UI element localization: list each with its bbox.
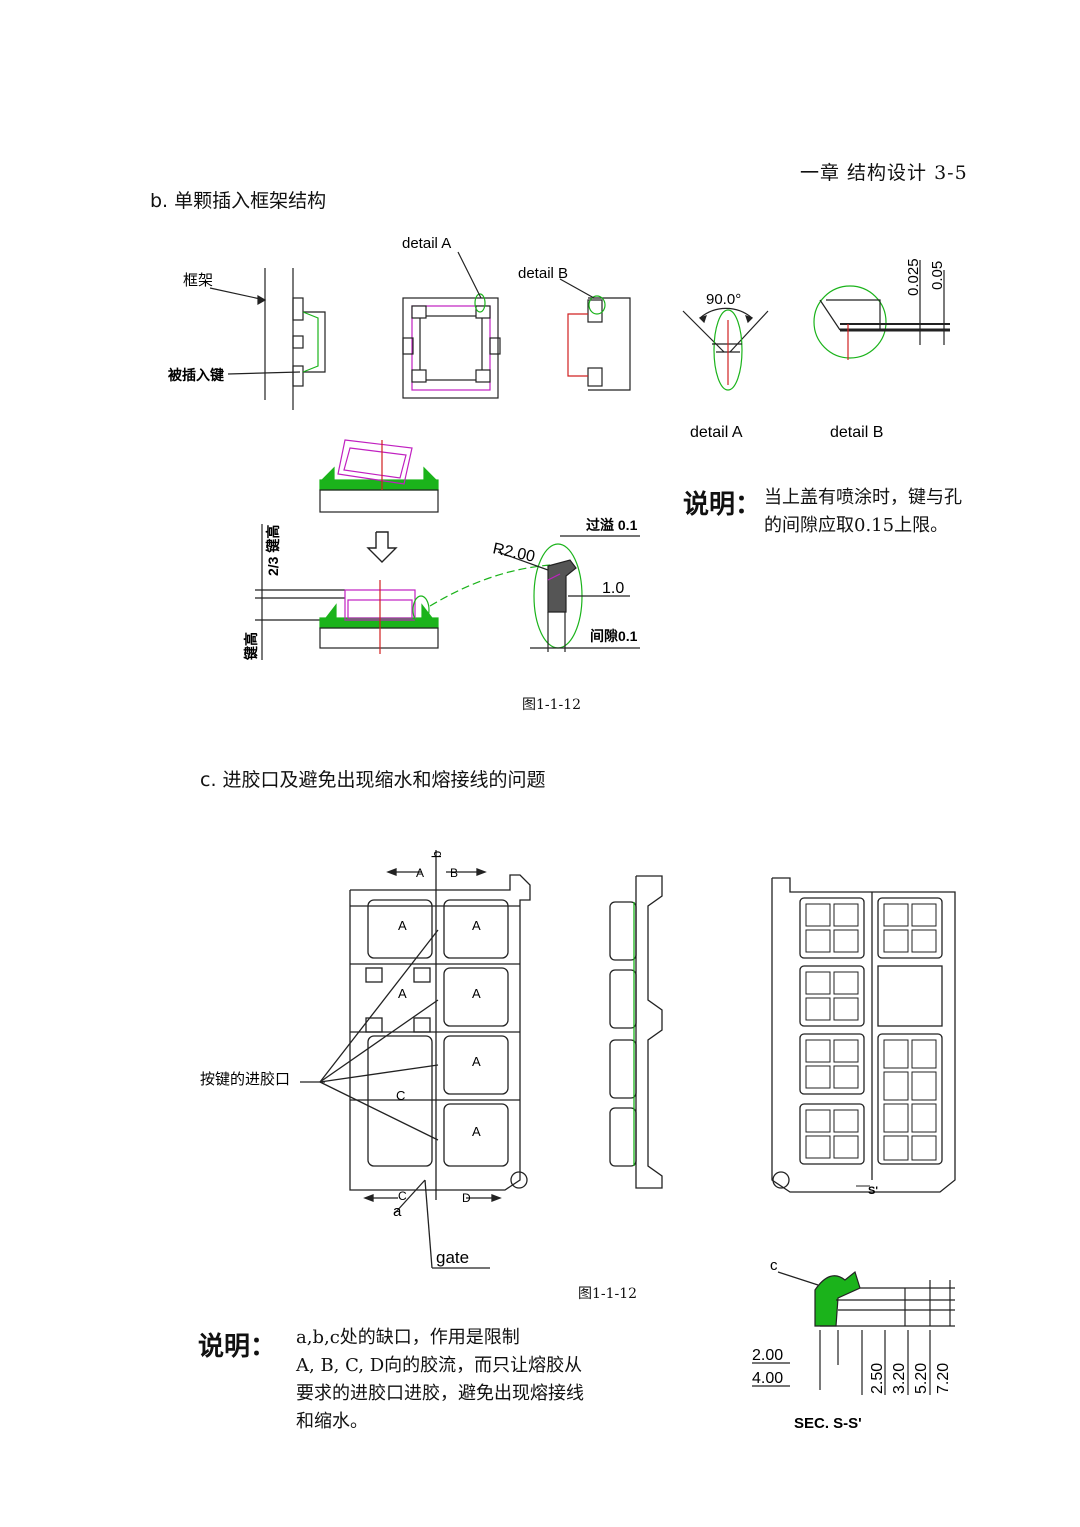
key-insert-tilted	[319, 439, 439, 513]
mold-plan-view	[300, 850, 531, 1269]
dim-1-label: 1.0	[602, 580, 624, 597]
inserted-key-label: 被插入键	[168, 367, 225, 383]
section-mark: S'	[868, 1185, 878, 1197]
detail-a-title: detail A	[690, 424, 743, 441]
cavity-a-1: A	[398, 918, 407, 933]
gate-point-label: 按键的进胶口	[200, 1071, 290, 1088]
mold-bottom-grid	[805, 903, 937, 1187]
detail-a-enlarged	[682, 307, 769, 391]
flow-dir-a: A	[416, 866, 424, 880]
detail-b-enlarged	[813, 260, 950, 360]
mold-side-view	[609, 875, 663, 1189]
dim-320-label: 3.20	[891, 1363, 908, 1394]
note-c-text: a,b,c处的缺口，作用是限制 A, B, C, D向的胶流，而只让熔胶从 要求…	[296, 1324, 584, 1436]
note-b-line-1: 当上盖有喷涂时，键与孔	[764, 487, 962, 508]
key-height-label: 键高	[243, 632, 259, 661]
cavity-a-4: A	[472, 986, 481, 1001]
detail-b-side-view	[559, 278, 631, 391]
cavity-c: C	[396, 1088, 405, 1103]
note-b-text: 当上盖有喷涂时，键与孔 的间隙应取0.15上限。	[764, 484, 962, 540]
mold-bottom-view	[771, 877, 956, 1193]
notch-a-label: a	[393, 1203, 402, 1220]
chapter-header: 一章 结构设计 3-5	[800, 162, 968, 184]
section-b-title: b. 单颗插入框架结构	[150, 190, 327, 212]
cavity-a-2: A	[472, 918, 481, 933]
dim-400-label: 4.00	[752, 1370, 783, 1387]
cavity-a-5: A	[472, 1054, 481, 1069]
key-insert-seated	[255, 524, 551, 660]
frame-label: 框架	[183, 272, 213, 289]
section-b-drawings: 框架 被插入键 detail A detail B 90.0°	[168, 235, 950, 661]
overflow-label: 过溢 0.1	[586, 517, 638, 533]
detail-a-front-view	[402, 251, 501, 399]
note-c-line-3: 要求的进胶口进胶，避免出现熔接线	[296, 1383, 584, 1404]
notch-b-label: b	[429, 851, 444, 858]
dim-720-label: 7.20	[935, 1363, 952, 1394]
figure-c-caption: 图1-1-12	[578, 1286, 638, 1302]
section-ss-detail	[752, 1270, 955, 1395]
section-ss-title: SEC. S-S'	[794, 1415, 862, 1432]
key-height-ratio-label: 2/3 键高	[265, 525, 281, 576]
cavity-a-3: A	[398, 986, 407, 1001]
gate-label: gate	[436, 1248, 469, 1267]
frame-side-view	[209, 268, 326, 410]
notch-c-label: c	[770, 1257, 778, 1274]
note-b-line-2: 的间隙应取0.15上限。	[764, 515, 949, 536]
section-c-title: c. 进胶口及避免出现缩水和熔接线的问题	[200, 769, 546, 791]
dim-005-label: 0.05	[929, 261, 946, 290]
down-arrow-icon	[366, 531, 398, 563]
dim-0025-label: 0.025	[905, 258, 922, 296]
dim-200-label: 2.00	[752, 1347, 783, 1364]
note-b-label: 说明：	[683, 490, 762, 520]
figure-b-caption: 图1-1-12	[522, 697, 582, 713]
note-c-label: 说明：	[198, 1332, 277, 1362]
detail-b-title: detail B	[830, 424, 883, 441]
overflow-detail	[497, 535, 640, 652]
dim-250-label: 2.50	[869, 1363, 886, 1394]
angle-label: 90.0°	[706, 291, 741, 308]
note-c-line-2: A, B, C, D向的胶流，而只让熔胶从	[296, 1355, 583, 1376]
flow-dir-c: C	[398, 1189, 407, 1203]
flow-dir-b: B	[450, 866, 458, 880]
detail-a-callout: detail A	[402, 235, 451, 252]
cavity-a-6: A	[472, 1124, 481, 1139]
note-c-line-1: a,b,c处的缺口，作用是限制	[296, 1327, 520, 1348]
flow-dir-d: D	[462, 1191, 471, 1205]
dim-520-label: 5.20	[913, 1363, 930, 1394]
gap-label: 间隙0.1	[590, 628, 638, 644]
note-c-line-4: 和缩水。	[296, 1411, 368, 1432]
detail-b-callout: detail B	[518, 265, 568, 282]
